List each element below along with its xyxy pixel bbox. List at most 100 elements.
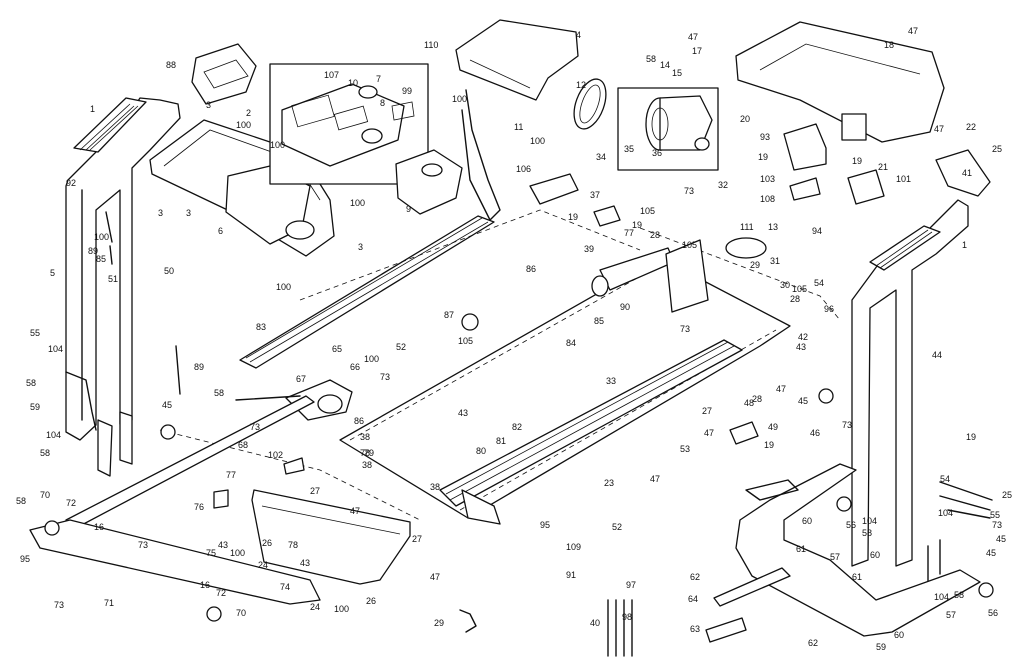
callout-label-c47d: 47 [776, 384, 786, 394]
callout-label-c6: 6 [218, 226, 223, 236]
callout-label-c74: 74 [280, 582, 290, 592]
callout-label-c47c: 47 [934, 124, 944, 134]
base-frame-left [29, 424, 411, 622]
callout-label-c104a: 104 [48, 344, 63, 354]
callout-label-c73g: 73 [842, 420, 852, 430]
callout-label-c98: 98 [622, 612, 632, 622]
callout-label-c84: 84 [566, 338, 576, 348]
callout-label-c58b: 58 [214, 388, 224, 398]
callout-label-c9: 9 [406, 204, 411, 214]
callout-label-c100i: 100 [230, 548, 245, 558]
motor-hood-front [455, 19, 579, 101]
callout-label-c23: 23 [604, 478, 614, 488]
callout-label-c94: 94 [812, 226, 822, 236]
callout-label-c3a: 3 [206, 100, 211, 110]
callout-label-c56b: 56 [988, 608, 998, 618]
callout-label-c73h: 73 [992, 520, 1002, 530]
callout-label-c111: 111 [740, 222, 754, 232]
callout-label-c85: 85 [594, 316, 604, 326]
callout-label-c47f: 47 [650, 474, 660, 484]
cup-holder [395, 149, 463, 215]
callout-label-c102: 102 [268, 450, 283, 460]
front-roller [65, 379, 353, 529]
callout-label-c19b: 19 [632, 220, 642, 230]
callout-label-c77a: 77 [226, 470, 236, 480]
callout-label-c100d: 100 [94, 232, 109, 242]
callout-label-c39: 39 [584, 244, 594, 254]
callout-label-c109: 109 [566, 542, 581, 552]
callout-label-c89: 89 [194, 362, 204, 372]
callout-label-c16b: 16 [200, 580, 210, 590]
callout-label-c86b: 86 [526, 264, 536, 274]
callout-label-c108: 108 [760, 194, 775, 204]
callout-label-c45b: 45 [798, 396, 808, 406]
callout-label-c51: 51 [108, 274, 118, 284]
callout-label-c107: 107 [324, 70, 339, 80]
callout-label-c22: 22 [966, 122, 976, 132]
callout-label-c25b: 25 [1002, 490, 1012, 500]
callout-label-c28b: 28 [790, 294, 800, 304]
motor-hood-rear [735, 21, 945, 143]
drive-belt [573, 78, 607, 130]
callout-label-c53: 53 [680, 444, 690, 454]
callout-label-c99: 99 [402, 86, 412, 96]
callout-label-c26a: 26 [262, 538, 272, 548]
callout-label-c56a: 56 [846, 520, 856, 530]
callout-label-c61b: 61 [852, 572, 862, 582]
callout-label-c19c: 19 [758, 152, 768, 162]
callout-label-c5: 5 [50, 268, 55, 278]
callout-label-c45a: 45 [162, 400, 172, 410]
callout-label-c38a: 38 [360, 432, 370, 442]
callout-label-c17: 17 [692, 46, 702, 56]
callout-label-c46: 46 [810, 428, 820, 438]
callout-label-c3d: 3 [358, 242, 363, 252]
callout-label-c62b: 62 [808, 638, 818, 648]
callout-label-c4: 4 [576, 30, 581, 40]
callout-label-c1: 1 [90, 104, 95, 114]
callout-label-c50: 50 [164, 266, 174, 276]
callout-label-c100a: 100 [236, 120, 251, 130]
callout-label-c73b: 73 [250, 422, 260, 432]
callout-label-c58f: 58 [954, 590, 964, 600]
callout-label-c105a: 105 [640, 206, 655, 216]
callout-label-c31: 31 [770, 256, 780, 266]
callout-label-c57b: 57 [946, 610, 956, 620]
callout-label-c29a: 29 [750, 260, 760, 270]
callout-label-c70a: 70 [40, 490, 50, 500]
misc-hardware [105, 89, 993, 657]
left-upright [65, 97, 181, 477]
base-frame-right [705, 388, 994, 643]
callout-label-c43c: 43 [300, 558, 310, 568]
callout-label-c24a: 24 [258, 560, 268, 570]
callout-label-c3b: 3 [158, 208, 163, 218]
callout-label-c27b: 27 [412, 534, 422, 544]
callout-label-c100c: 100 [350, 198, 365, 208]
callout-label-c72a: 72 [66, 498, 76, 508]
callout-label-c60b: 60 [870, 550, 880, 560]
callout-label-c47e: 47 [704, 428, 714, 438]
callout-label-c14: 14 [660, 60, 670, 70]
callout-label-c41: 41 [962, 168, 972, 178]
callout-label-c43d: 43 [796, 342, 806, 352]
callout-label-c33: 33 [606, 376, 616, 386]
callout-label-c3c: 3 [186, 208, 191, 218]
motor-inset [617, 87, 719, 171]
console-inset [269, 63, 429, 185]
callout-label-c72b: 72 [216, 588, 226, 598]
callout-label-c54b: 54 [940, 474, 950, 484]
callout-label-c28a: 28 [650, 230, 660, 240]
callout-label-c7: 7 [376, 74, 381, 84]
callout-label-c86a: 86 [354, 416, 364, 426]
callout-label-c73e: 73 [684, 186, 694, 196]
callout-label-c37: 37 [590, 190, 600, 200]
callout-label-c93: 93 [760, 132, 770, 142]
callout-label-c32: 32 [718, 180, 728, 190]
callout-label-c49: 49 [768, 422, 778, 432]
callout-label-c106: 106 [516, 164, 531, 174]
callout-label-c48: 48 [744, 398, 754, 408]
callout-label-c2: 2 [246, 108, 251, 118]
callout-label-c15: 15 [672, 68, 682, 78]
callout-label-c19a: 19 [568, 212, 578, 222]
callout-label-c63: 63 [690, 624, 700, 634]
